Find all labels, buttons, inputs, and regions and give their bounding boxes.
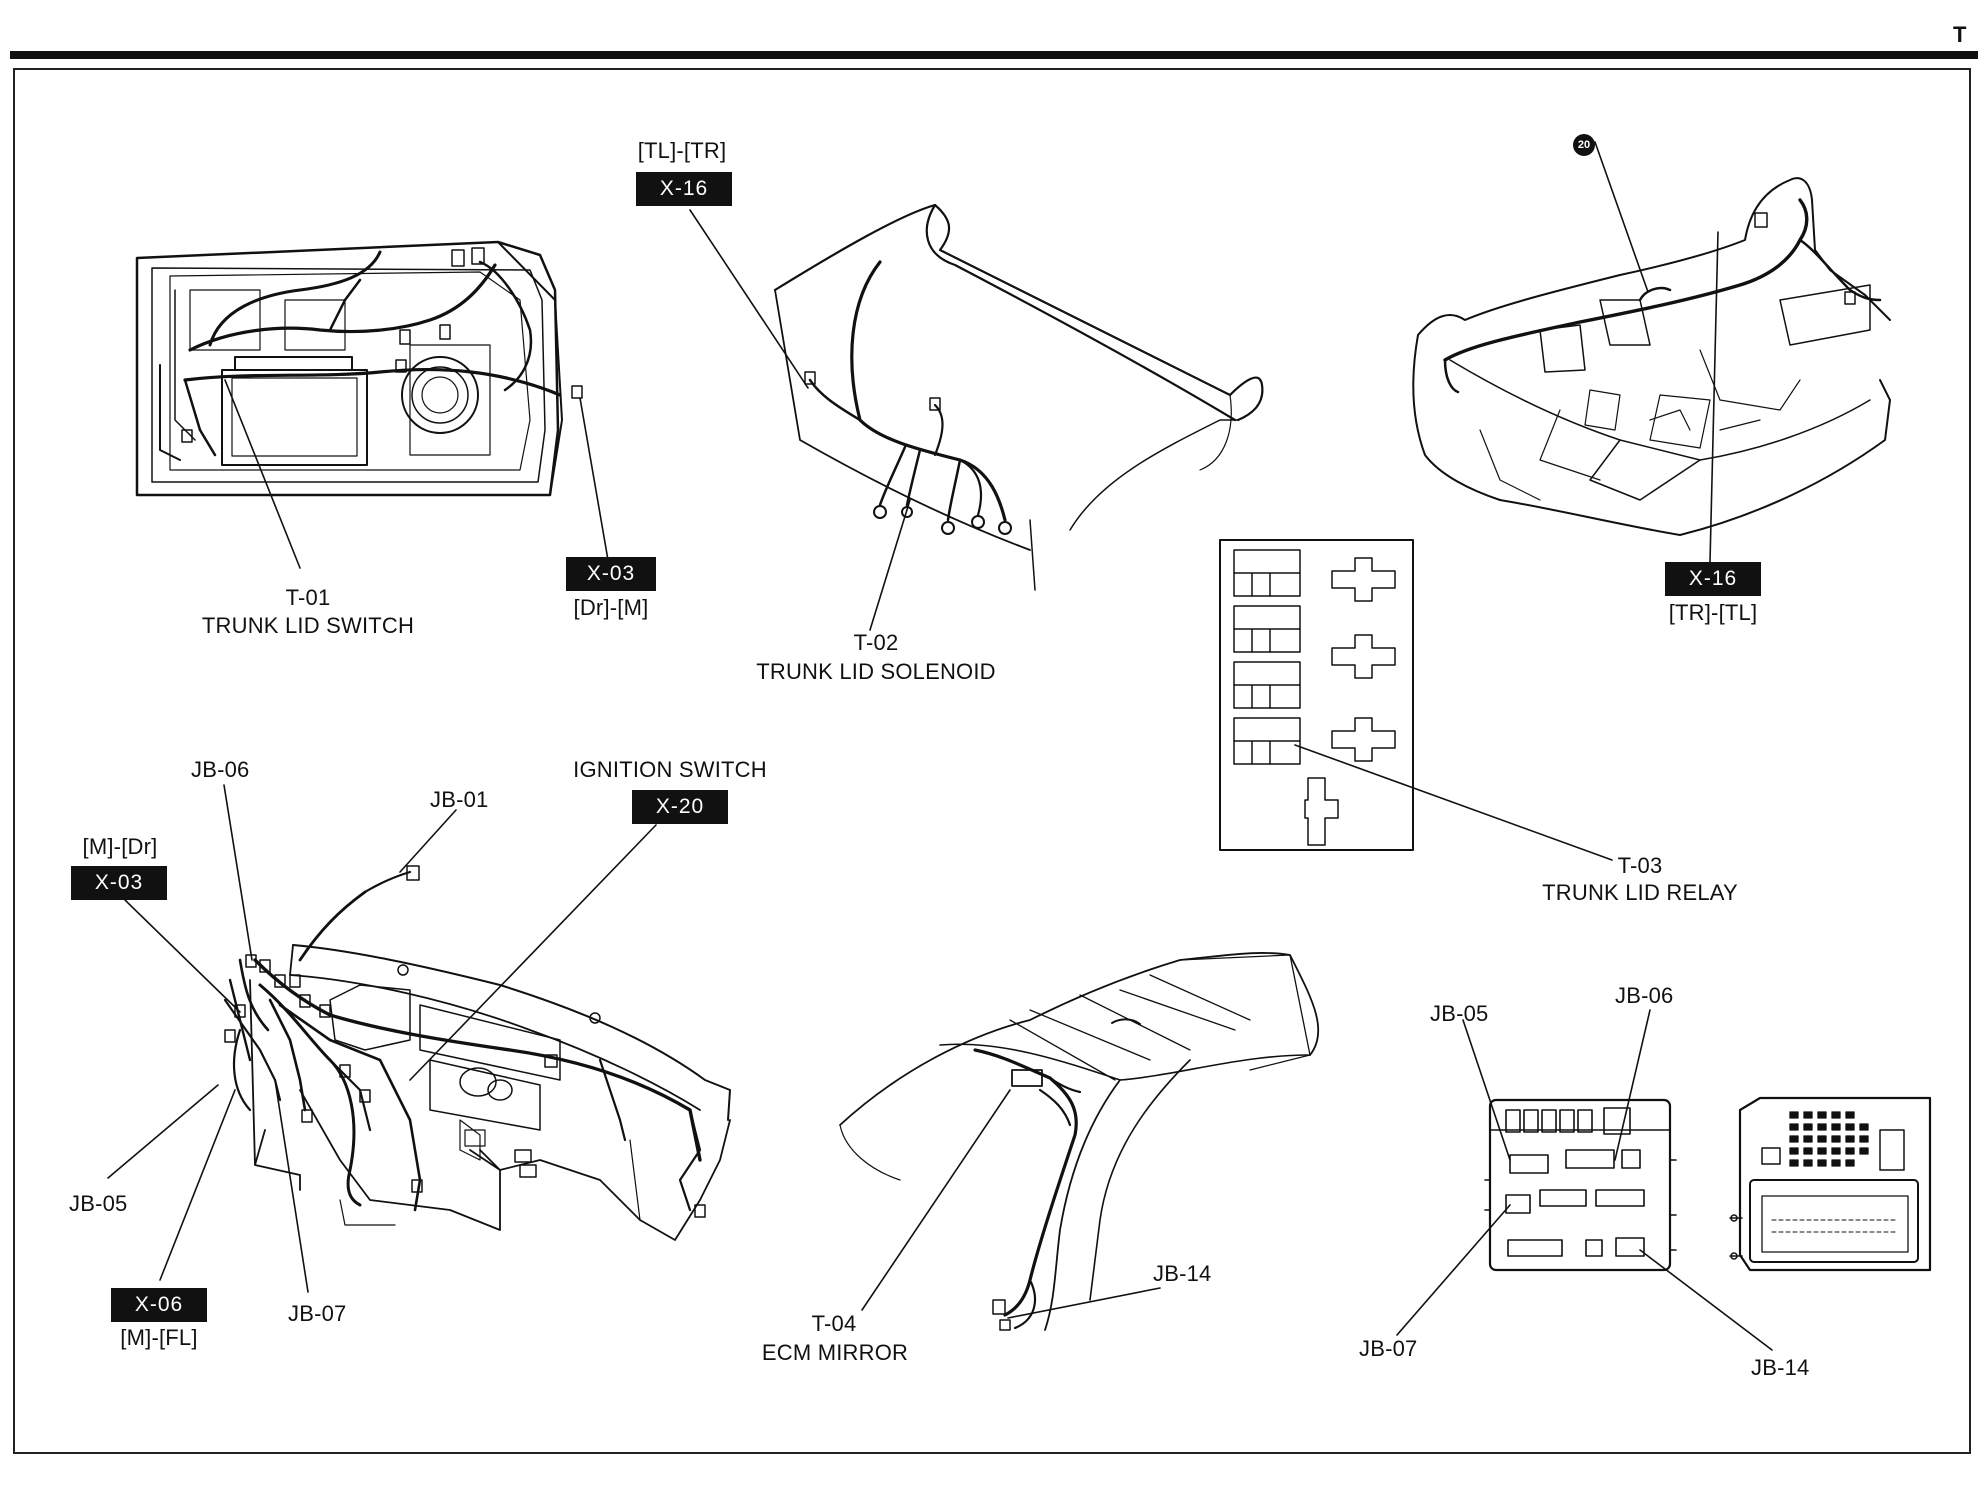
- leader-ignition: [409, 824, 657, 1081]
- trunk-lid-illustration: [773, 203, 1264, 591]
- leader-x16-right: [1709, 231, 1719, 563]
- jb14-right-label: JB-14: [1751, 1355, 1810, 1380]
- leader-t01: [224, 379, 301, 569]
- x06-connector-tag: X-06: [111, 1288, 207, 1322]
- t01-name: TRUNK LID SWITCH: [201, 613, 415, 638]
- location-badge-20: 20: [1573, 134, 1595, 156]
- t01-code: T-01: [285, 585, 331, 610]
- leader-jb07-left: [274, 1079, 309, 1293]
- junction-box-front-illustration: [1484, 1098, 1677, 1272]
- trunk-interior-illustration: [1412, 177, 1891, 536]
- t03-code: T-03: [1617, 853, 1663, 878]
- t03-name: TRUNK LID RELAY: [1542, 880, 1738, 905]
- x03-top-sub: [Dr]-[M]: [573, 595, 649, 620]
- x16-top-connector-tag: X-16: [636, 172, 732, 206]
- x06-sub: [M]-[FL]: [120, 1325, 198, 1350]
- leader-x16-top: [689, 209, 809, 389]
- leader-jb07-right: [1396, 1204, 1511, 1336]
- x03-left-head: [M]-[Dr]: [82, 834, 158, 859]
- x20-connector-tag: X-20: [632, 790, 728, 824]
- leader-lines: [107, 141, 1773, 1351]
- jb07-left-label: JB-07: [288, 1301, 347, 1326]
- door-panel-illustration: [135, 240, 583, 497]
- leader-t02: [869, 499, 911, 631]
- leader-badge-20: [1594, 141, 1649, 293]
- t02-code: T-02: [853, 630, 899, 655]
- roof-headliner-illustration: [839, 952, 1320, 1331]
- x16-top-head: [TL]-[TR]: [637, 138, 727, 163]
- t02-name: TRUNK LID SOLENOID: [756, 659, 996, 684]
- leader-t04: [861, 1089, 1011, 1311]
- t04-code: T-04: [811, 1311, 857, 1336]
- jb07-right-label: JB-07: [1359, 1336, 1418, 1361]
- leader-jb14-right: [1639, 1249, 1773, 1351]
- relay-box-illustration: [1219, 539, 1414, 851]
- x03-top-connector-tag: X-03: [566, 557, 656, 591]
- x16-right-connector-tag: X-16: [1665, 562, 1761, 596]
- jb01-label: JB-01: [430, 787, 489, 812]
- jb06-left-label: JB-06: [191, 757, 250, 782]
- t04-name: ECM MIRROR: [761, 1340, 909, 1365]
- leader-jb05-right: [1462, 1019, 1511, 1161]
- leader-x06: [159, 1089, 236, 1281]
- leader-jb06-right: [1614, 1009, 1651, 1161]
- jb06-right-label: JB-06: [1615, 983, 1674, 1008]
- jb14-mid-label: JB-14: [1153, 1261, 1212, 1286]
- x03-left-connector-tag: X-03: [71, 866, 167, 900]
- x16-right-sub: [TR]-[TL]: [1668, 600, 1758, 625]
- leader-jb14-mid: [1007, 1287, 1161, 1319]
- diagram-frame: [13, 68, 1971, 1454]
- leader-x03-top: [579, 397, 609, 561]
- ignition-switch-head: IGNITION SWITCH: [573, 757, 767, 782]
- jb05-right-label: JB-05: [1430, 1001, 1489, 1026]
- leader-t03: [1294, 744, 1613, 861]
- leader-x03-left: [124, 899, 241, 1013]
- jb05-left-label: JB-05: [69, 1191, 128, 1216]
- junction-box-rear-illustration: [1729, 1096, 1932, 1272]
- dashboard-illustration: [223, 865, 731, 1241]
- leader-jb01: [399, 809, 457, 873]
- leader-jb05-left: [107, 1084, 219, 1179]
- leader-jb06-left: [223, 784, 253, 961]
- header-rule: [10, 51, 1978, 59]
- page-section-letter: T: [1953, 22, 1967, 47]
